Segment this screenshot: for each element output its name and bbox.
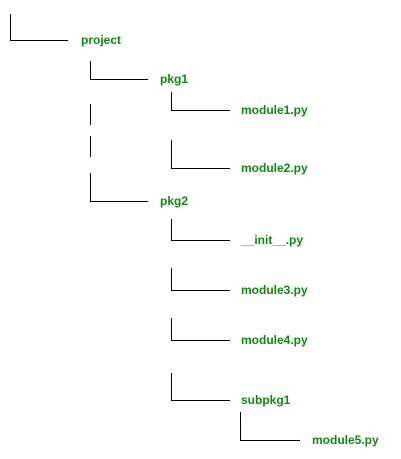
node-label-module5-py: module5.py bbox=[312, 433, 379, 447]
node-label-pkg2: pkg2 bbox=[160, 194, 188, 208]
node-label-subpkg1: subpkg1 bbox=[241, 393, 291, 407]
node-label-module3-py: module3.py bbox=[241, 283, 308, 297]
node-label-init-py: __init__.py bbox=[240, 233, 303, 247]
node-label-module2-py: module2.py bbox=[241, 161, 308, 175]
node-label-project: project bbox=[81, 33, 121, 47]
node-label-module1-py: module1.py bbox=[241, 103, 308, 117]
node-label-pkg1: pkg1 bbox=[160, 72, 188, 86]
node-label-module4-py: module4.py bbox=[241, 333, 308, 347]
